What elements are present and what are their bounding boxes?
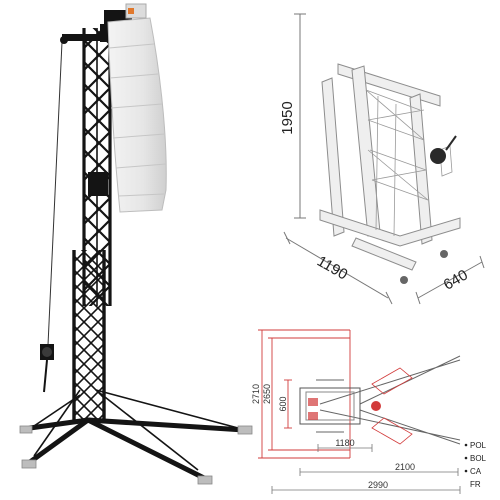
legend-item-1: POL [470,441,487,450]
plan-dim-2990: 2990 [368,480,388,490]
outrigger-pads [19,425,253,485]
plan-dim-600: 600 [278,396,288,411]
plan-dim-2710: 2710 [251,384,261,404]
plan-dim-2100: 2100 [395,462,415,472]
iso-dimension-lines [283,13,485,305]
outrigger-legs [27,417,247,481]
legend-item-2: BOL [470,454,487,463]
iso-height-label: 1950 [279,101,296,134]
winch [40,344,54,393]
folded-isometric-view: 1950 1190 640 [279,13,485,305]
lower-truss-section [72,250,106,420]
outrigger-braces [33,389,239,471]
hoist-cable [47,41,63,346]
plan-view-drawing: GUIL [251,329,487,494]
legend-item-4: FR [470,480,481,489]
tower-lift-illustration [19,3,253,485]
carriage-block [88,172,108,196]
line-array-speakers [107,3,167,213]
plan-dim-1180: 1180 [335,438,354,448]
legend-item-3: CA [470,467,482,476]
plan-legend: POL BOL CA FR [464,441,487,489]
iso-width-label: 1190 [314,253,350,284]
plan-dim-2650: 2650 [262,384,272,404]
